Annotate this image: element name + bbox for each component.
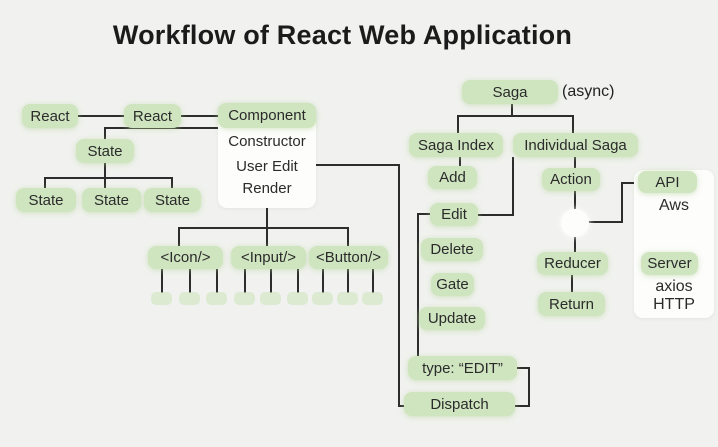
api-panel-axios-label: axios: [655, 278, 693, 295]
node-state-child-2: State: [82, 188, 141, 212]
api-panel: [634, 170, 714, 318]
connector-line: [572, 115, 574, 134]
node-saga-index: Saga Index: [409, 133, 503, 157]
connector-line: [621, 182, 639, 184]
connector-line: [104, 163, 106, 179]
api-panel-http-label: HTTP: [653, 296, 695, 313]
node-state-child-1: State: [16, 188, 76, 212]
connector-line: [171, 177, 173, 189]
node-react-a: React: [22, 104, 78, 128]
node-individual-saga: Individual Saga: [513, 133, 638, 157]
connector-line: [244, 269, 246, 293]
connector-line: [189, 269, 191, 293]
connector-line: [266, 227, 268, 247]
connector-line: [44, 177, 173, 179]
connector-line: [104, 127, 218, 129]
connector-line: [478, 214, 514, 216]
connector-line: [417, 213, 431, 215]
connector-line: [44, 177, 46, 189]
connector-line: [457, 115, 574, 117]
connector-line: [398, 164, 400, 407]
node-input-element: <Input/>: [231, 246, 306, 269]
connector-line: [512, 157, 514, 216]
connector-line: [347, 227, 349, 247]
node-action: Action: [542, 168, 600, 191]
connector-line: [178, 227, 349, 229]
connector-line: [270, 269, 272, 293]
connector-line: [104, 127, 106, 140]
connector-line: [216, 269, 218, 293]
node-icon-element: <Icon/>: [148, 246, 223, 269]
node-button-element: <Button/>: [309, 246, 388, 269]
api-panel-aws-label: Aws: [659, 197, 689, 214]
connector-line: [178, 227, 180, 247]
element-stub: [287, 292, 308, 305]
connector-line: [417, 213, 419, 359]
node-state-parent: State: [76, 139, 134, 163]
connector-line: [316, 164, 400, 166]
connector-line: [459, 157, 461, 168]
element-stub: [179, 292, 200, 305]
connector-line: [528, 367, 530, 407]
connector-line: [347, 269, 349, 293]
node-saga: Saga: [462, 80, 558, 104]
connector-line: [588, 221, 623, 223]
connector-line: [181, 115, 218, 117]
node-api: API: [638, 171, 697, 193]
connector-line: [266, 208, 268, 229]
node-type-edit: type: “EDIT”: [408, 356, 517, 380]
element-stub: [206, 292, 227, 305]
element-stub: [234, 292, 255, 305]
node-state-child-3: State: [144, 188, 201, 212]
node-server: Server: [641, 252, 698, 275]
node-reducer: Reducer: [537, 252, 608, 275]
diagram-title: Workflow of React Web Application: [112, 20, 573, 50]
connector-line: [621, 182, 623, 223]
connector-line: [78, 115, 124, 117]
connector-line: [515, 405, 530, 407]
junction-dot: [561, 209, 589, 237]
connector-line: [517, 367, 530, 369]
element-stub: [151, 292, 172, 305]
node-return: Return: [538, 292, 605, 316]
connector-line: [161, 269, 163, 293]
element-stub: [312, 292, 333, 305]
element-stub: [362, 292, 383, 305]
component-method-constructor: Constructor: [228, 132, 306, 150]
connector-line: [457, 115, 459, 134]
node-react-b: React: [124, 104, 181, 128]
node-edit: Edit: [430, 203, 478, 226]
saga-async-note: (async): [562, 83, 615, 100]
connector-line: [297, 269, 299, 293]
connector-line: [322, 269, 324, 293]
node-component: Component: [218, 103, 316, 128]
node-add: Add: [428, 166, 477, 189]
element-stub: [337, 292, 358, 305]
connector-line: [574, 157, 576, 169]
connector-line: [571, 275, 573, 294]
connector-line: [104, 177, 106, 189]
node-update: Update: [419, 307, 485, 330]
connector-line: [511, 103, 513, 117]
component-method-user-edit: User Edit: [236, 157, 298, 175]
connector-line: [398, 405, 407, 407]
element-stub: [260, 292, 281, 305]
connector-line: [372, 269, 374, 293]
node-delete: Delete: [421, 238, 483, 261]
component-method-render: Render: [242, 179, 292, 197]
node-dispatch: Dispatch: [404, 392, 515, 416]
node-gate: Gate: [431, 273, 474, 296]
